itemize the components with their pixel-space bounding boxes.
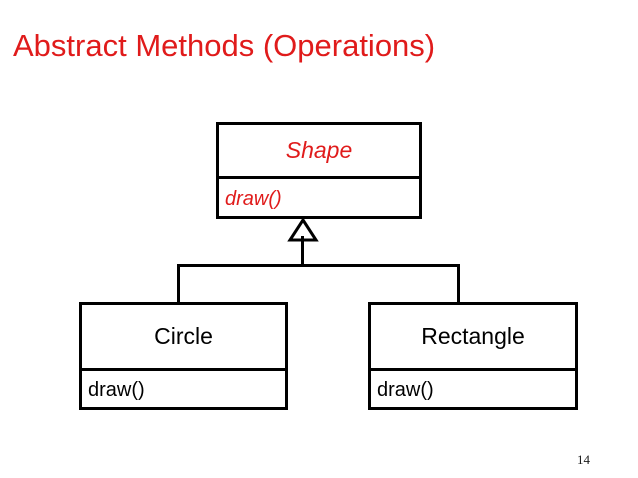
uml-class-circle-operations: draw(): [82, 371, 285, 410]
page-title: Abstract Methods (Operations): [13, 28, 436, 63]
connector-drop-to-rectangle: [457, 264, 460, 304]
page-number: 14: [577, 452, 590, 467]
uml-class-circle-name: Circle: [154, 323, 213, 349]
uml-class-shape-name: Shape: [285, 137, 353, 163]
uml-class-rectangle-operations: draw(): [371, 371, 575, 410]
uml-class-circle-divider: [82, 368, 285, 371]
connector-stem: [301, 236, 304, 267]
connector-horizontal-bus: [177, 264, 460, 267]
uml-class-shape-divider: [219, 176, 419, 179]
uml-operation-circle-draw: draw(): [88, 379, 145, 401]
uml-operation-shape-draw: draw(): [225, 187, 282, 210]
uml-class-rectangle-divider: [371, 368, 575, 371]
connector-drop-to-circle: [177, 264, 180, 304]
uml-class-circle[interactable]: Circle draw(): [79, 302, 288, 410]
uml-class-rectangle-name: Rectangle: [421, 323, 525, 349]
uml-class-shape-operations: draw(): [219, 179, 419, 219]
uml-operation-rectangle-draw: draw(): [377, 379, 434, 401]
uml-class-shape[interactable]: Shape draw(): [216, 122, 422, 219]
uml-class-rectangle[interactable]: Rectangle draw(): [368, 302, 578, 410]
